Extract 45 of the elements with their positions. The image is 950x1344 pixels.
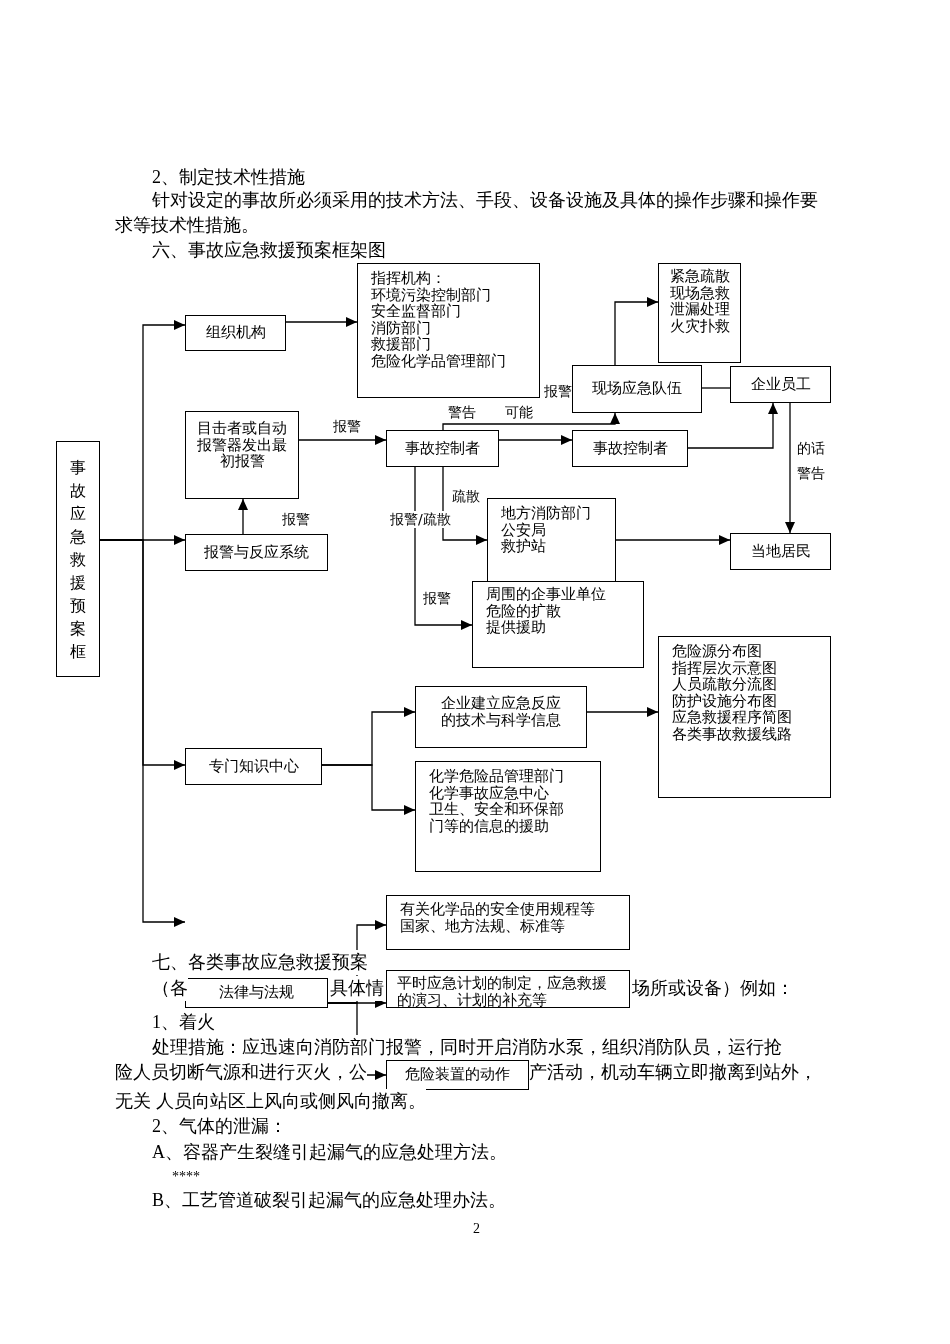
process-box: 事故控制者 [386, 430, 499, 467]
list-box: 紧急疏散 现场急救 泄漏处理 火灾扑救 [658, 263, 741, 363]
process-box: 报警与反应系统 [185, 534, 328, 571]
edge-label: 报警 [282, 511, 310, 528]
text-fragment: 具体情 [330, 976, 384, 1001]
arrow [442, 466, 488, 545]
process-box: 企业建立应急反应的技术与科学信息 [415, 686, 587, 748]
edge-label: 报警 [333, 418, 361, 435]
edge-label: 可能 [505, 404, 533, 421]
list-box: 周围的企事业单位 危险的扩散 提供援助 [472, 581, 644, 668]
arrow [615, 535, 731, 545]
list-box: 有关化学品的安全使用规程等 国家、地方法规、标准等 [386, 895, 630, 950]
arrow [414, 466, 473, 630]
annotation-text: 警告 [797, 465, 825, 482]
list-box: 危险源分布图 指挥层次示意图 人员疏散分流图 防护设施分布图 应急救援程序简图 各类事故救援线路 [658, 636, 831, 798]
process-box: 专门知识中心 [185, 748, 322, 785]
process-box: 组织机构 [185, 315, 286, 351]
arrow [687, 402, 778, 449]
process-box: 目击者或自动报警器发出最初报警 [185, 411, 299, 499]
process-box: 危险装置的动作 [386, 1060, 529, 1090]
process-box: 平时应急计划的制定，应急救援的演习、计划的补充等 [386, 970, 630, 1008]
process-box: 事故控制者 [572, 430, 688, 467]
edge-label: 报警/疏散 [390, 511, 451, 528]
process-box: 现场应急队伍 [572, 365, 702, 413]
arrow [442, 412, 620, 431]
annotation-text: 报警 [544, 383, 572, 400]
annotation-text: 的话 [797, 440, 825, 457]
vertical-box: 事故应急救援预案框 [56, 441, 100, 677]
process-box: 企业员工 [730, 366, 831, 403]
annotation-text: 疏散 [452, 488, 480, 505]
process-box: 当地居民 [730, 533, 831, 570]
arrow [285, 317, 358, 327]
edge-label: 报警 [423, 590, 451, 607]
arrow [614, 297, 659, 366]
arrow [498, 435, 573, 445]
list-box: 化学危险品管理部门 化学事故应急中心 卫生、安全和环保部门等的信息的援助 [415, 761, 601, 872]
arrow [298, 435, 387, 445]
annotation-text: 警告 [448, 404, 476, 421]
arrow [238, 498, 248, 535]
arrow [321, 764, 416, 815]
list-box: 指挥机构： 环境污染控制部门 安全监督部门 消防部门 救援部门 危险化学品管理部门 [357, 263, 540, 398]
arrow [785, 402, 795, 534]
arrow [586, 707, 659, 717]
list-box: 地方消防部门 公安局 救护站 [487, 498, 616, 582]
section-heading: 七、各类事故应急救援预案 [152, 950, 368, 975]
